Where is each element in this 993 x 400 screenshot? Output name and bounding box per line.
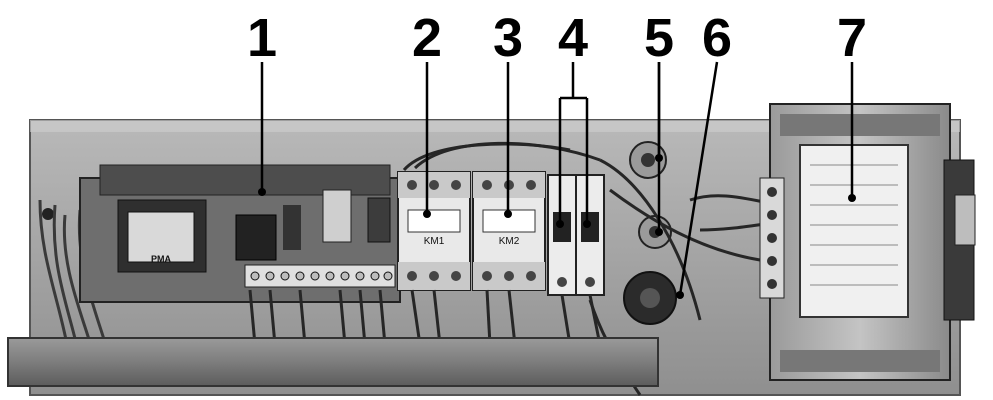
cable-gland-lower	[623, 271, 677, 325]
callout-3: 3	[493, 8, 523, 68]
transformer	[759, 103, 976, 381]
callout-4: 4	[558, 8, 588, 68]
callout-7: 7	[837, 8, 867, 68]
pma-relay-module: PMA	[117, 199, 207, 273]
callout-2: 2	[412, 8, 442, 68]
control-circuit-board: PMA	[79, 164, 401, 303]
terminal-strip	[244, 264, 396, 288]
contactor-km2-label: KM2	[499, 236, 520, 247]
contactor-km1-label: KM1	[424, 236, 445, 247]
relay-brand-label: PMA	[151, 254, 172, 264]
leader-dots	[258, 154, 856, 299]
callout-1: 1	[247, 8, 277, 68]
callout-5: 5	[644, 8, 674, 68]
callout-6: 6	[702, 8, 732, 68]
circuit-breakers	[547, 174, 605, 296]
leader-lines	[260, 61, 854, 296]
contactor-km1: KM1	[397, 171, 471, 291]
callout-numbers: 1 2 3 4 5 6 7	[247, 8, 867, 68]
cable-trunking	[7, 337, 659, 387]
